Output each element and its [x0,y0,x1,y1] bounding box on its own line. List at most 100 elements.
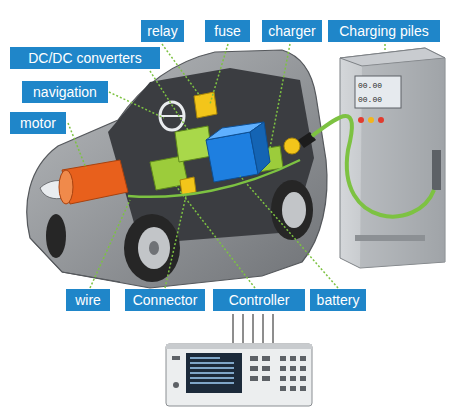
part-name: Controller [229,292,290,308]
instrument-wire [273,314,274,343]
charging-pile [432,150,441,190]
label-box: battery [310,289,366,311]
car-body [108,68,314,244]
part-name: Connector [133,292,198,308]
label-box: fuse [205,20,250,42]
leader-line [150,71,188,130]
charging-pile [358,117,364,123]
instrument-wire [233,314,273,343]
harness-wire [128,160,300,197]
wheel [282,192,306,228]
label-box: Connector [125,289,205,311]
test-instrument [186,353,242,393]
steering-wheel [160,115,184,117]
wheel [271,180,313,240]
test-instrument [166,344,312,406]
leader-line [384,44,386,52]
display-reading: 00.00 [358,95,382,105]
label-box: DC/DC converters [10,47,160,69]
leader-line [270,44,290,148]
charging-cable [312,116,434,217]
test-instrument [173,382,179,388]
part-name: motor [20,115,56,131]
test-instrument [166,344,312,406]
label-box: Controller [213,289,305,311]
wheel [138,227,170,269]
label-box: motor [10,112,66,134]
leader-line [162,44,200,96]
test-instrument [190,382,234,384]
test-instrument [300,366,306,371]
test-instrument [300,356,306,361]
test-instrument [290,356,296,361]
test-instrument [290,386,296,391]
battery-part [250,122,270,174]
charge-port [284,132,316,154]
test-instrument [190,367,234,369]
test-instrument [280,376,286,381]
charge-port [284,138,300,154]
test-instrument [300,376,306,381]
test-instrument [190,372,234,374]
charging-pile [355,76,401,108]
charging-pile [340,48,445,268]
leader-line [68,44,385,288]
charging-pile [355,235,425,241]
part-name: Charging piles [339,23,429,39]
charging-pile [340,48,445,268]
leader-line [240,176,338,288]
part-name: wire [75,292,101,308]
motor-part [59,160,128,204]
part-name: navigation [33,84,97,100]
part-name: relay [147,23,177,39]
wheel [149,241,159,255]
label-box: Charging piles [328,20,440,42]
test-instrument [190,357,234,384]
test-instrument [250,356,258,361]
test-instrument [290,366,296,371]
relay-part [180,177,196,195]
charging-pile [378,117,384,123]
label-box: navigation [22,81,108,103]
test-instrument [280,386,286,391]
test-instrument [250,366,258,371]
car-body [27,50,327,288]
test-instrument [300,386,306,391]
test-instrument [280,366,286,371]
wheel [124,214,180,282]
motor-part [59,170,73,204]
leader-line [109,92,164,118]
leader-line [165,196,186,288]
display-reading: 00.00 [358,81,382,91]
test-instrument [250,356,306,391]
test-instrument [280,356,286,361]
battery-part [206,132,258,182]
test-instrument [290,376,296,381]
test-instrument [190,357,220,359]
label-box: relay [141,20,184,42]
leader-line [68,123,86,168]
test-instrument [166,344,312,349]
test-instrument [190,362,234,364]
test-instrument [172,356,180,360]
charging-pile [368,117,374,123]
test-instrument [190,377,234,379]
leader-line [210,44,228,104]
label-box: charger [262,20,322,42]
test-instrument [250,376,258,381]
relay-part [180,92,217,195]
instrument-wire [263,314,264,343]
relay-part [194,92,217,118]
part-name: DC/DC converters [28,50,142,66]
car-body [27,50,327,288]
test-instrument [262,366,270,371]
part-name: fuse [214,23,240,39]
label-box: wire [66,289,110,311]
part-name: battery [317,292,360,308]
leader-line [90,200,130,288]
battery-part [206,122,270,182]
leader-line [176,186,255,288]
car-body [30,238,120,282]
wheel [46,214,66,258]
